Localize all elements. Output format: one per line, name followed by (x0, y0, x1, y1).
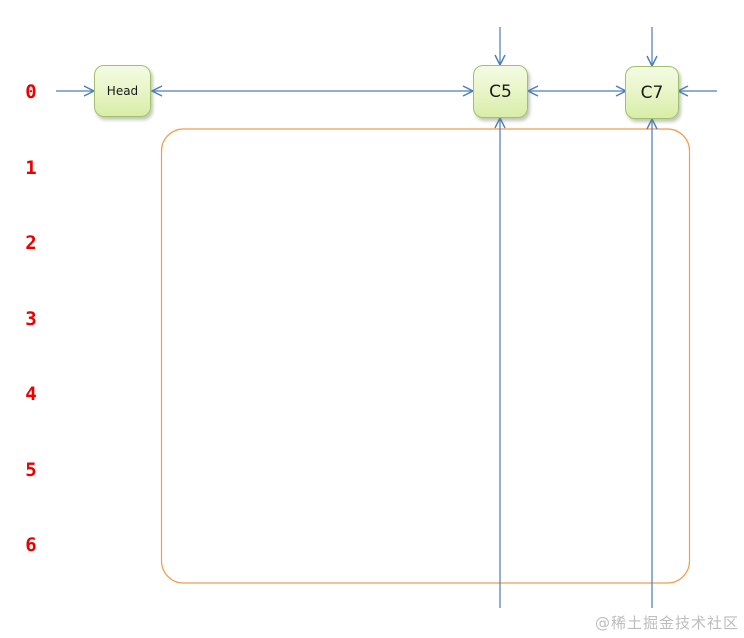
arrowhead-left-into-c5 (526, 85, 539, 97)
node-head-label: Head (106, 84, 139, 98)
node-c5-label: C5 (489, 81, 512, 102)
arrowhead-up-into-c7 (646, 117, 658, 130)
node-head: Head (94, 65, 151, 117)
row-label-6: 6 (25, 534, 37, 556)
row-label-4: 4 (25, 383, 37, 405)
row-label-3: 3 (25, 308, 37, 330)
row-label-0: 0 (25, 81, 37, 103)
node-c7-label: C7 (640, 82, 664, 103)
arrowhead-up-into-c5 (494, 116, 506, 129)
row-label-5: 5 (25, 459, 37, 481)
row-label-1: 1 (25, 157, 37, 179)
row-label-2: 2 (25, 232, 37, 254)
node-c7: C7 (625, 66, 679, 119)
arrowhead-left-into-head (150, 85, 163, 97)
container-outline (160, 128, 691, 584)
node-c5: C5 (473, 65, 528, 118)
watermark-text: @稀土掘金技术社区 (594, 614, 739, 632)
